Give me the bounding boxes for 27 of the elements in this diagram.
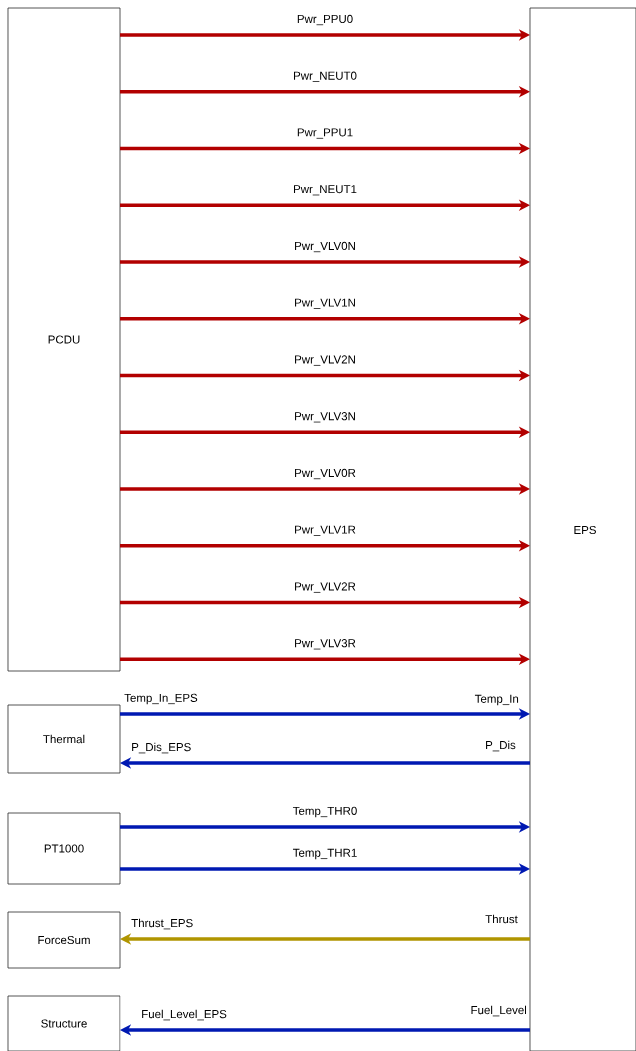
edge-label: Pwr_NEUT1 bbox=[294, 185, 357, 196]
edge-label: Pwr_VLV0N bbox=[295, 241, 355, 253]
edge-label: Temp_THR0 bbox=[293, 806, 357, 818]
block-box: Structure bbox=[7, 995, 121, 1051]
edge-label: Pwr_NEUT0 bbox=[294, 71, 357, 82]
block-box: ForceSum bbox=[7, 911, 121, 969]
edge-label: Pwr_PPU0 bbox=[297, 14, 353, 26]
edge-label: Pwr_VLV2N bbox=[295, 355, 355, 366]
block-box: Thermal bbox=[7, 704, 121, 774]
edge-label: Temp_In_EPS bbox=[124, 693, 198, 705]
edge-label: P_Dis_EPS bbox=[132, 742, 191, 754]
edge-label: Thrust_EPS bbox=[131, 918, 193, 930]
edge-label: Pwr_VLV1R bbox=[295, 525, 356, 536]
edge-label: Pwr_VLV2R bbox=[295, 582, 356, 593]
block-box: PCDU bbox=[7, 7, 121, 672]
edge-label: Fuel_Level_EPS bbox=[142, 1009, 227, 1021]
edge-label: Pwr_PPU1 bbox=[297, 128, 353, 139]
edge-label: Pwr_VLV1N bbox=[295, 298, 355, 309]
edge-label: Pwr_VLV3N bbox=[295, 412, 355, 423]
block-box: PT1000 bbox=[7, 812, 121, 885]
port-label: Temp_In bbox=[474, 694, 519, 706]
port-label: Thrust bbox=[485, 914, 518, 924]
edge-label: Pwr_VLV0R bbox=[295, 468, 356, 480]
edge-label: Pwr_VLV3R bbox=[295, 639, 356, 650]
port-label: P_Dis bbox=[486, 740, 516, 752]
block-box: EPS bbox=[529, 7, 636, 1051]
edge-label: Temp_THR1 bbox=[293, 848, 357, 860]
